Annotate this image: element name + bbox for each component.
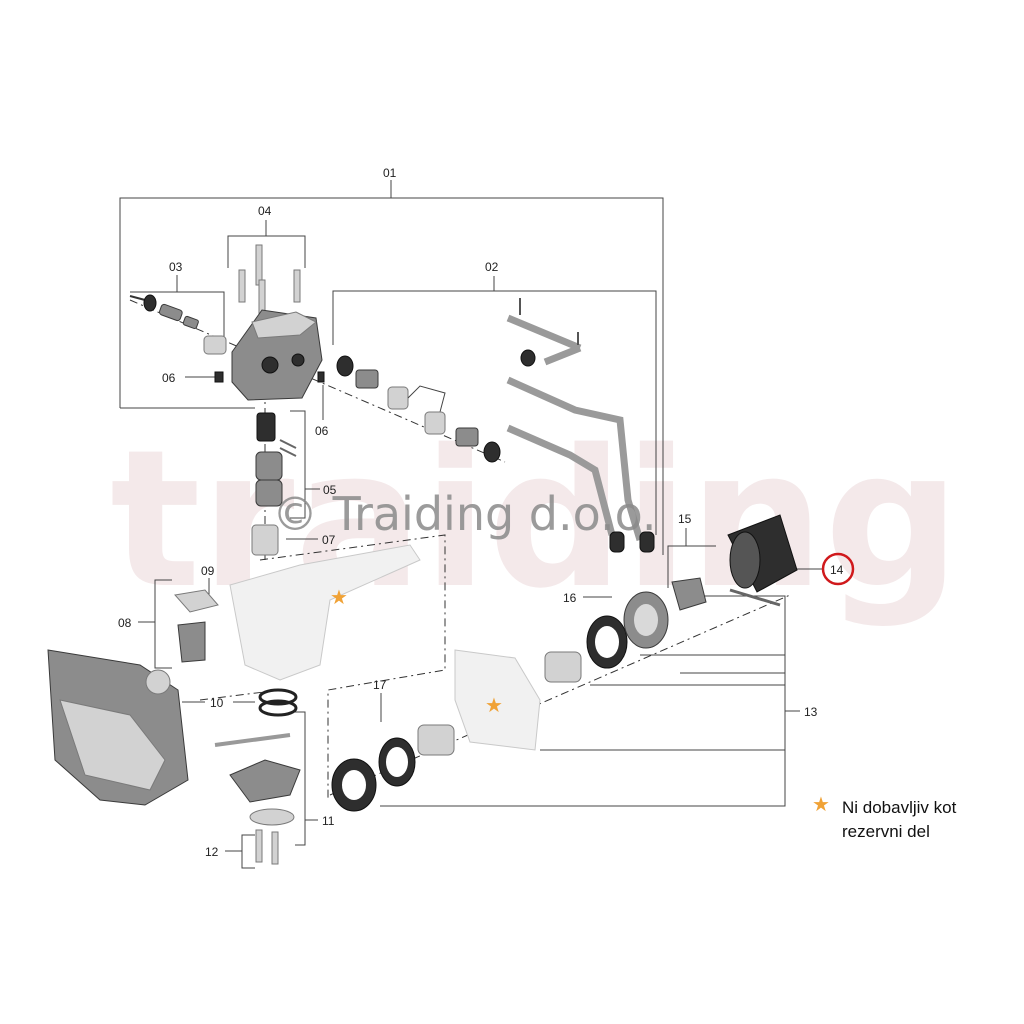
label-03: 03: [169, 260, 183, 274]
part-03-drawing: [129, 294, 227, 355]
assembly-brackets: [119, 180, 822, 869]
part-05-07-drawing: [251, 412, 297, 556]
label-06-left: 06: [162, 371, 176, 385]
shaft-ghost-drawing: ★: [229, 544, 421, 681]
star-icon: ★: [812, 792, 830, 816]
housing-plate-drawing: [47, 649, 189, 806]
part-10-drawing: [258, 688, 298, 717]
highlight-ring: [821, 552, 855, 586]
highlighted-part-14[interactable]: 14: [821, 552, 855, 586]
label-01: 01: [383, 166, 397, 180]
label-08: 08: [118, 616, 132, 630]
part-labels: 01 02 03 04 05 06 06 07 08 09 10 11 12 1…: [118, 166, 818, 859]
label-06-right: 06: [315, 424, 329, 438]
part-02-drawing: [336, 298, 655, 553]
part-04-bolts: [238, 244, 301, 315]
label-17: 17: [373, 678, 387, 692]
label-02: 02: [485, 260, 499, 274]
legend-text: Ni dobavljiv kot rezervni del: [842, 798, 957, 841]
part-13-drawing: [331, 577, 781, 812]
flange-ghost-drawing: ★: [454, 649, 541, 751]
label-12: 12: [205, 845, 219, 859]
part-14-drawing: [727, 514, 798, 593]
label-11: 11: [322, 814, 335, 828]
label-13: 13: [804, 705, 818, 719]
label-05: 05: [323, 483, 337, 497]
label-04: 04: [258, 204, 272, 218]
label-10: 10: [210, 696, 224, 710]
unavailable-star-2: ★: [485, 693, 503, 717]
part-12-drawing: [255, 829, 279, 865]
valve-body-drawing: [214, 309, 325, 401]
label-07: 07: [322, 533, 336, 547]
part-11-drawing: [214, 733, 301, 826]
unavailable-star-1: ★: [330, 585, 348, 609]
label-16: 16: [563, 591, 577, 605]
label-14: 14: [830, 563, 844, 577]
label-09: 09: [201, 564, 215, 578]
label-15: 15: [678, 512, 692, 526]
copyright-watermark: © Traiding d.o.o.: [272, 487, 657, 541]
part-08-09-drawing: [174, 589, 219, 663]
